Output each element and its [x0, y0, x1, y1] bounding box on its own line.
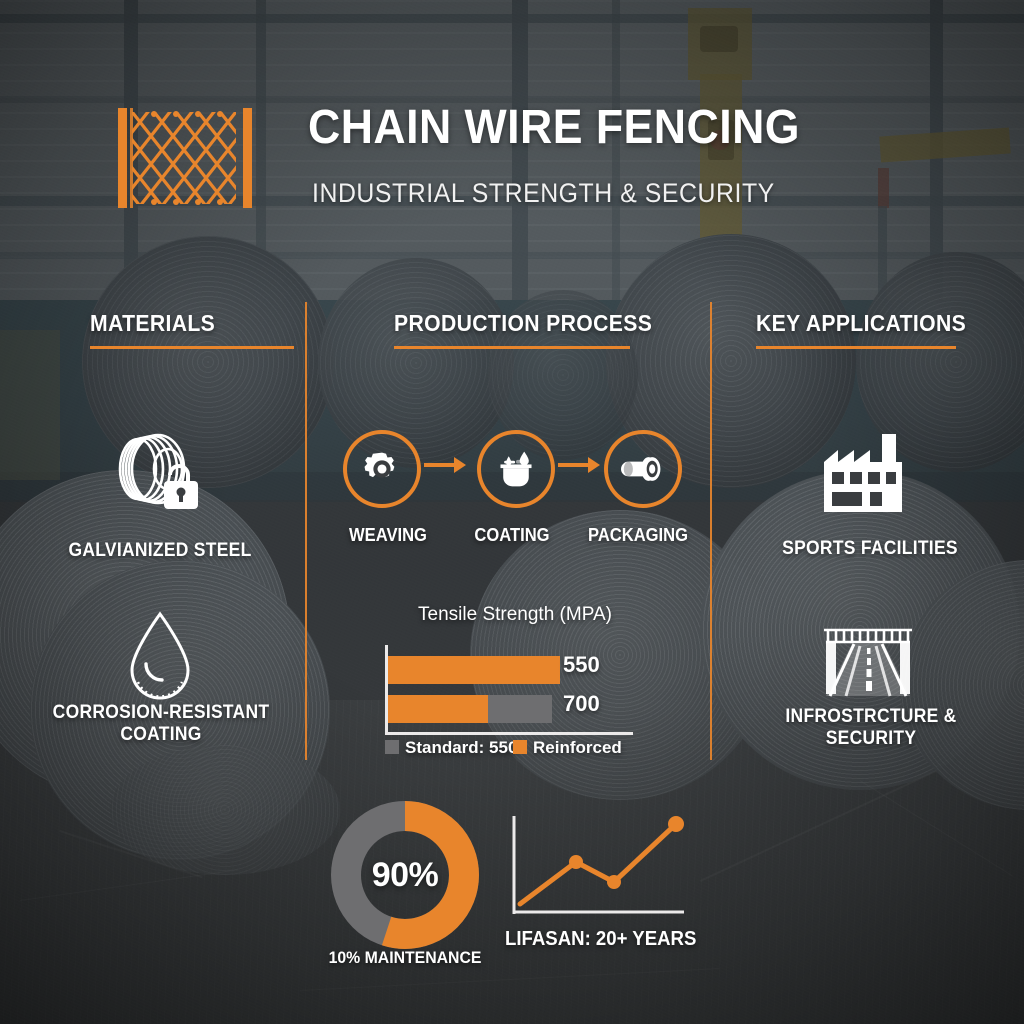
- column-heading-production: PRODUCTION PROCESS: [394, 310, 653, 336]
- wire-coil-lock-icon: [112, 425, 208, 517]
- process-step-label: COATING: [474, 525, 550, 545]
- arrow-right-icon: [424, 455, 470, 480]
- road-overpass-fence-icon: [812, 616, 924, 702]
- legend-label-standard: Standard: 550: [405, 738, 518, 757]
- bar-value-label: 550: [563, 652, 600, 677]
- process-step-coating: [477, 430, 555, 508]
- column-divider: [710, 302, 712, 760]
- legend-swatch-standard: [385, 740, 399, 754]
- column-rule: [756, 346, 956, 349]
- bar-chart: [385, 645, 635, 735]
- process-step-label: PACKAGING: [588, 525, 688, 545]
- page-subtitle: INDUSTRIAL STRENGTH & SECURITY: [312, 178, 775, 208]
- process-step-label: WEAVING: [349, 525, 427, 545]
- arrow-right-icon: [558, 455, 604, 480]
- lifespan-line-chart: [508, 812, 698, 922]
- column-heading-applications: KEY APPLICATIONS: [756, 310, 967, 336]
- column-rule: [90, 346, 294, 349]
- bar-chart-y-axis: [385, 645, 388, 735]
- donut-center-label: 90%: [371, 855, 439, 894]
- dip-tank-icon: [500, 451, 532, 487]
- donut-caption: 10% MAINTENANCE: [328, 948, 482, 967]
- chain-link-fence-icon: [118, 108, 252, 208]
- spool-roll-icon: [621, 457, 661, 481]
- legend-swatch-reinforced: [513, 740, 527, 754]
- process-step-weaving: [343, 430, 421, 508]
- factory-icon: [820, 428, 916, 518]
- table-row: [488, 695, 552, 723]
- process-step-packaging: [604, 430, 682, 508]
- bar-chart-x-axis: [385, 732, 633, 735]
- table-row: [388, 656, 560, 684]
- column-rule: [394, 346, 630, 349]
- applications-item-label: SPORTS FACILITIES: [782, 538, 958, 559]
- gear-icon: [364, 452, 395, 478]
- materials-item-label: GALVIANIZED STEEL: [68, 540, 252, 561]
- page-title: CHAIN WIRE FENCING: [308, 101, 800, 154]
- column-heading-materials: MATERIALS: [90, 310, 216, 336]
- column-divider: [305, 302, 307, 760]
- applications-item-label: INFROSTRCTURE & SECURITY: [785, 706, 957, 749]
- bar-value-label: 700: [563, 691, 600, 716]
- table-row: [388, 695, 488, 723]
- materials-item-label: CORROSION-RESISTANT COATING: [52, 702, 270, 745]
- bar-chart-title: Tensile Strength (MPA): [418, 604, 612, 625]
- legend-label-reinforced: Reinforced: [533, 738, 622, 757]
- water-droplet-icon: [120, 608, 200, 704]
- line-chart-caption: LIFASAN: 20+ YEARS: [505, 928, 697, 950]
- maintenance-donut-chart: 90%: [325, 795, 485, 955]
